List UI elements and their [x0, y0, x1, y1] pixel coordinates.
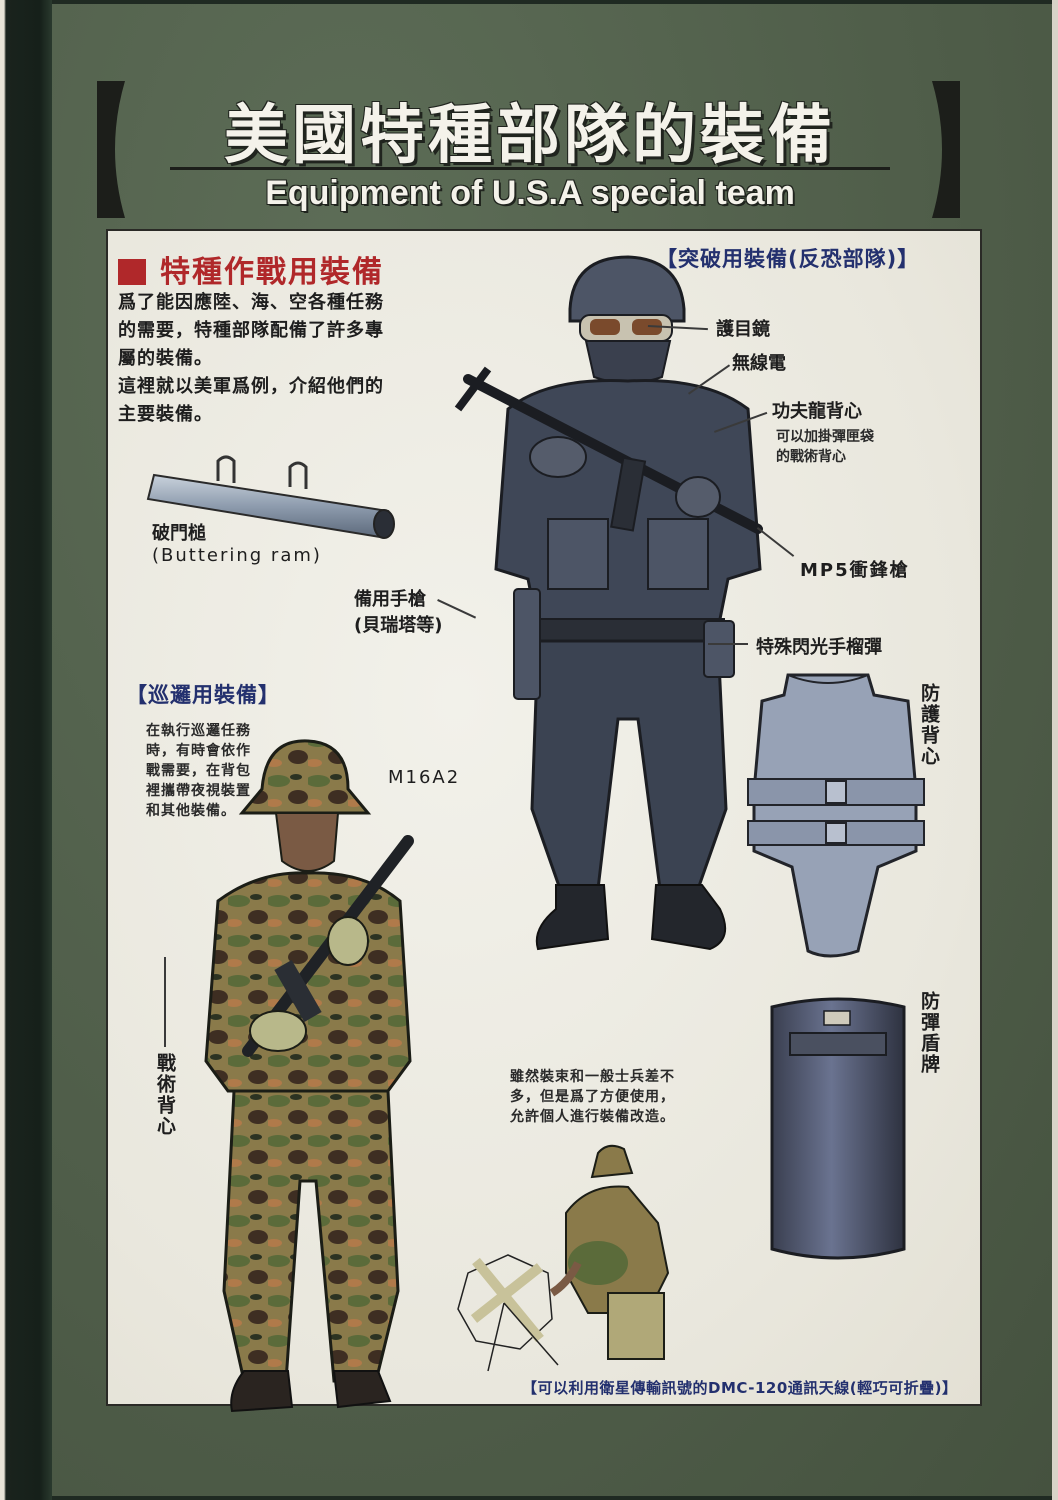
page-edge: [1052, 0, 1058, 1500]
intro-line: 爲了能因應陸、海、空各種任務: [118, 292, 384, 313]
book-spine: [0, 0, 52, 1500]
breach-section-heading: 【突破用裝備(反恐部隊)】: [656, 247, 920, 271]
mp5-label: MP5衝鋒槍: [800, 560, 910, 581]
intro-line: 主要裝備。: [118, 404, 213, 425]
intro-line: 屬的裝備。: [118, 348, 213, 369]
comms-note-line: 雖然裝束和一般士兵差不: [510, 1069, 675, 1085]
section-heading-text: 特種作戰用裝備: [160, 255, 384, 290]
section-heading: 特種作戰用裝備: [118, 247, 384, 291]
comms-note-line: 多，但是爲了方便使用，: [510, 1089, 675, 1105]
radio-label: 無線電: [732, 353, 786, 374]
body-armor-illustration: [747, 673, 925, 958]
body-armor-label: 防護背心: [918, 683, 940, 767]
flashbang-label: 特殊閃光手榴彈: [756, 637, 882, 658]
antenna-caption: 【可以利用衛星傳輸訊號的DMC-120通訊天線(輕巧可折疊)】: [522, 1379, 958, 1397]
swat-operator-illustration: [454, 255, 763, 951]
patrol-note-line: 裡攜帶夜視裝置: [146, 783, 251, 799]
flashbang-leader-line: [708, 643, 748, 645]
antenna-soldier-illustration: [457, 1144, 670, 1372]
ballistic-shield-illustration: [770, 997, 906, 1260]
battering-ram-label: 破門槌: [152, 523, 206, 544]
comms-note-line: 允許個人進行裝備改造。: [510, 1109, 675, 1125]
red-square-icon: [118, 259, 146, 285]
shield-label: 防彈盾牌: [918, 991, 940, 1075]
vest-note: 可以加掛彈匣袋 的戰術背心: [776, 427, 874, 467]
battering-ram-label-en: (Buttering ram): [152, 545, 322, 566]
intro-line: 的需要，特種部隊配備了許多專: [118, 320, 384, 341]
patrol-note: 在執行巡邏任務 時，有時會依作 戰需要，在背包 裡攜帶夜視裝置 和其他裝備。: [146, 721, 251, 821]
sidearm-label-line: 備用手槍: [354, 589, 426, 610]
content-panel: 特種作戰用裝備 爲了能因應陸、海、空各種任務 的需要，特種部隊配備了許多專 屬的…: [106, 229, 982, 1413]
patrol-section-heading: 【巡邏用裝備】: [126, 683, 280, 707]
vest-label: 功夫龍背心: [772, 401, 862, 422]
sidearm-label: 備用手槍 (貝瑞塔等): [354, 587, 442, 639]
intro-text: 爲了能因應陸、海、空各種任務 的需要，特種部隊配備了許多專 屬的裝備。 這裡就以…: [118, 289, 418, 429]
tactical-vest-leader-line: [164, 957, 166, 1047]
patrol-note-line: 時，有時會依作: [146, 743, 251, 759]
title-divider: [170, 167, 890, 170]
tactical-vest-label: 戰術背心: [154, 1053, 176, 1137]
intro-line: 這裡就以美軍爲例，介紹他們的: [118, 376, 384, 397]
vest-note-line: 的戰術背心: [776, 449, 846, 465]
battering-ram-illustration: [146, 455, 395, 539]
vest-note-line: 可以加掛彈匣袋: [776, 429, 874, 445]
page-subtitle: Equipment of U.S.A special team: [265, 174, 795, 212]
patrol-note-line: 在執行巡邏任務: [146, 723, 251, 739]
m16a2-label: M16A2: [388, 767, 461, 788]
patrol-soldier-illustration: [204, 739, 414, 1413]
sidearm-label-line: (貝瑞塔等): [354, 615, 443, 636]
patrol-note-line: 和其他裝備。: [146, 803, 236, 819]
patrol-note-line: 戰需要，在背包: [146, 763, 251, 779]
page-title: 美國特種部隊的裝備: [224, 99, 836, 173]
comms-note: 雖然裝束和一般士兵差不 多，但是爲了方便使用， 允許個人進行裝備改造。: [510, 1067, 675, 1127]
goggles-label: 護目鏡: [716, 319, 770, 340]
